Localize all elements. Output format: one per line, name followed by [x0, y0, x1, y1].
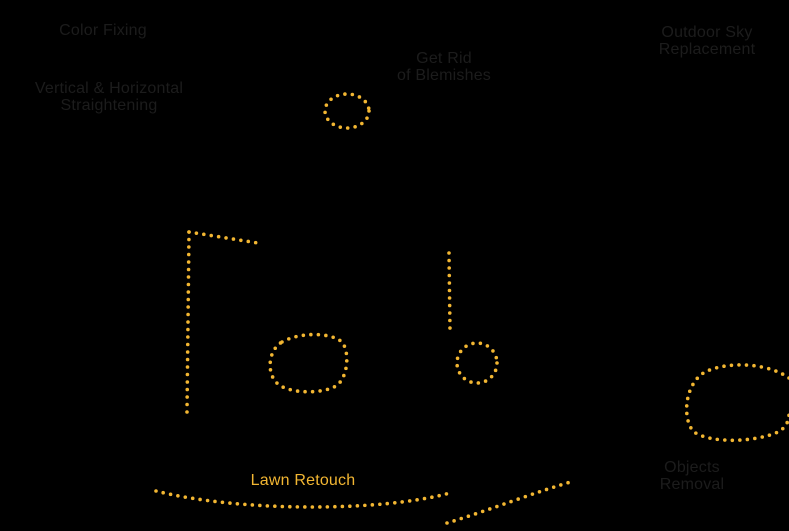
blemish-marker-ellipse: [323, 92, 371, 130]
label-sky-replacement: Outdoor Sky Replacement: [640, 24, 774, 58]
label-sky-line-1: Outdoor Sky: [661, 24, 753, 41]
label-color-fixing: Color Fixing: [28, 22, 178, 39]
label-sky-line-2: Replacement: [658, 41, 756, 58]
label-straightening: Vertical & Horizontal Straightening: [14, 80, 204, 114]
color-fix-marker-blob: [268, 332, 349, 394]
label-straightening-line-2: Straightening: [60, 97, 158, 114]
label-blemishes: Get Rid of Blemishes: [374, 50, 514, 84]
label-objects-removal: Objects Removal: [632, 459, 752, 493]
blemish-small-circle: [455, 341, 499, 385]
objects-removal-marker: [684, 363, 789, 443]
label-blemishes-line-1: Get Rid: [416, 50, 472, 67]
label-blemishes-line-2: of Blemishes: [397, 67, 491, 84]
label-lawn-text: Lawn Retouch: [250, 472, 356, 489]
straightening-vertical-line: [185, 230, 191, 414]
straightening-horizontal-line: [187, 230, 260, 245]
label-objects-line-2: Removal: [659, 476, 725, 493]
blemish-vertical-line: [447, 251, 452, 332]
label-straightening-line-1: Vertical & Horizontal: [34, 80, 184, 97]
label-color-fixing-text: Color Fixing: [59, 22, 147, 39]
label-lawn-retouch: Lawn Retouch: [228, 472, 378, 489]
lawn-retouch-rising-line: [445, 479, 576, 525]
lawn-retouch-arc: [154, 489, 452, 509]
label-objects-line-1: Objects: [664, 459, 720, 476]
